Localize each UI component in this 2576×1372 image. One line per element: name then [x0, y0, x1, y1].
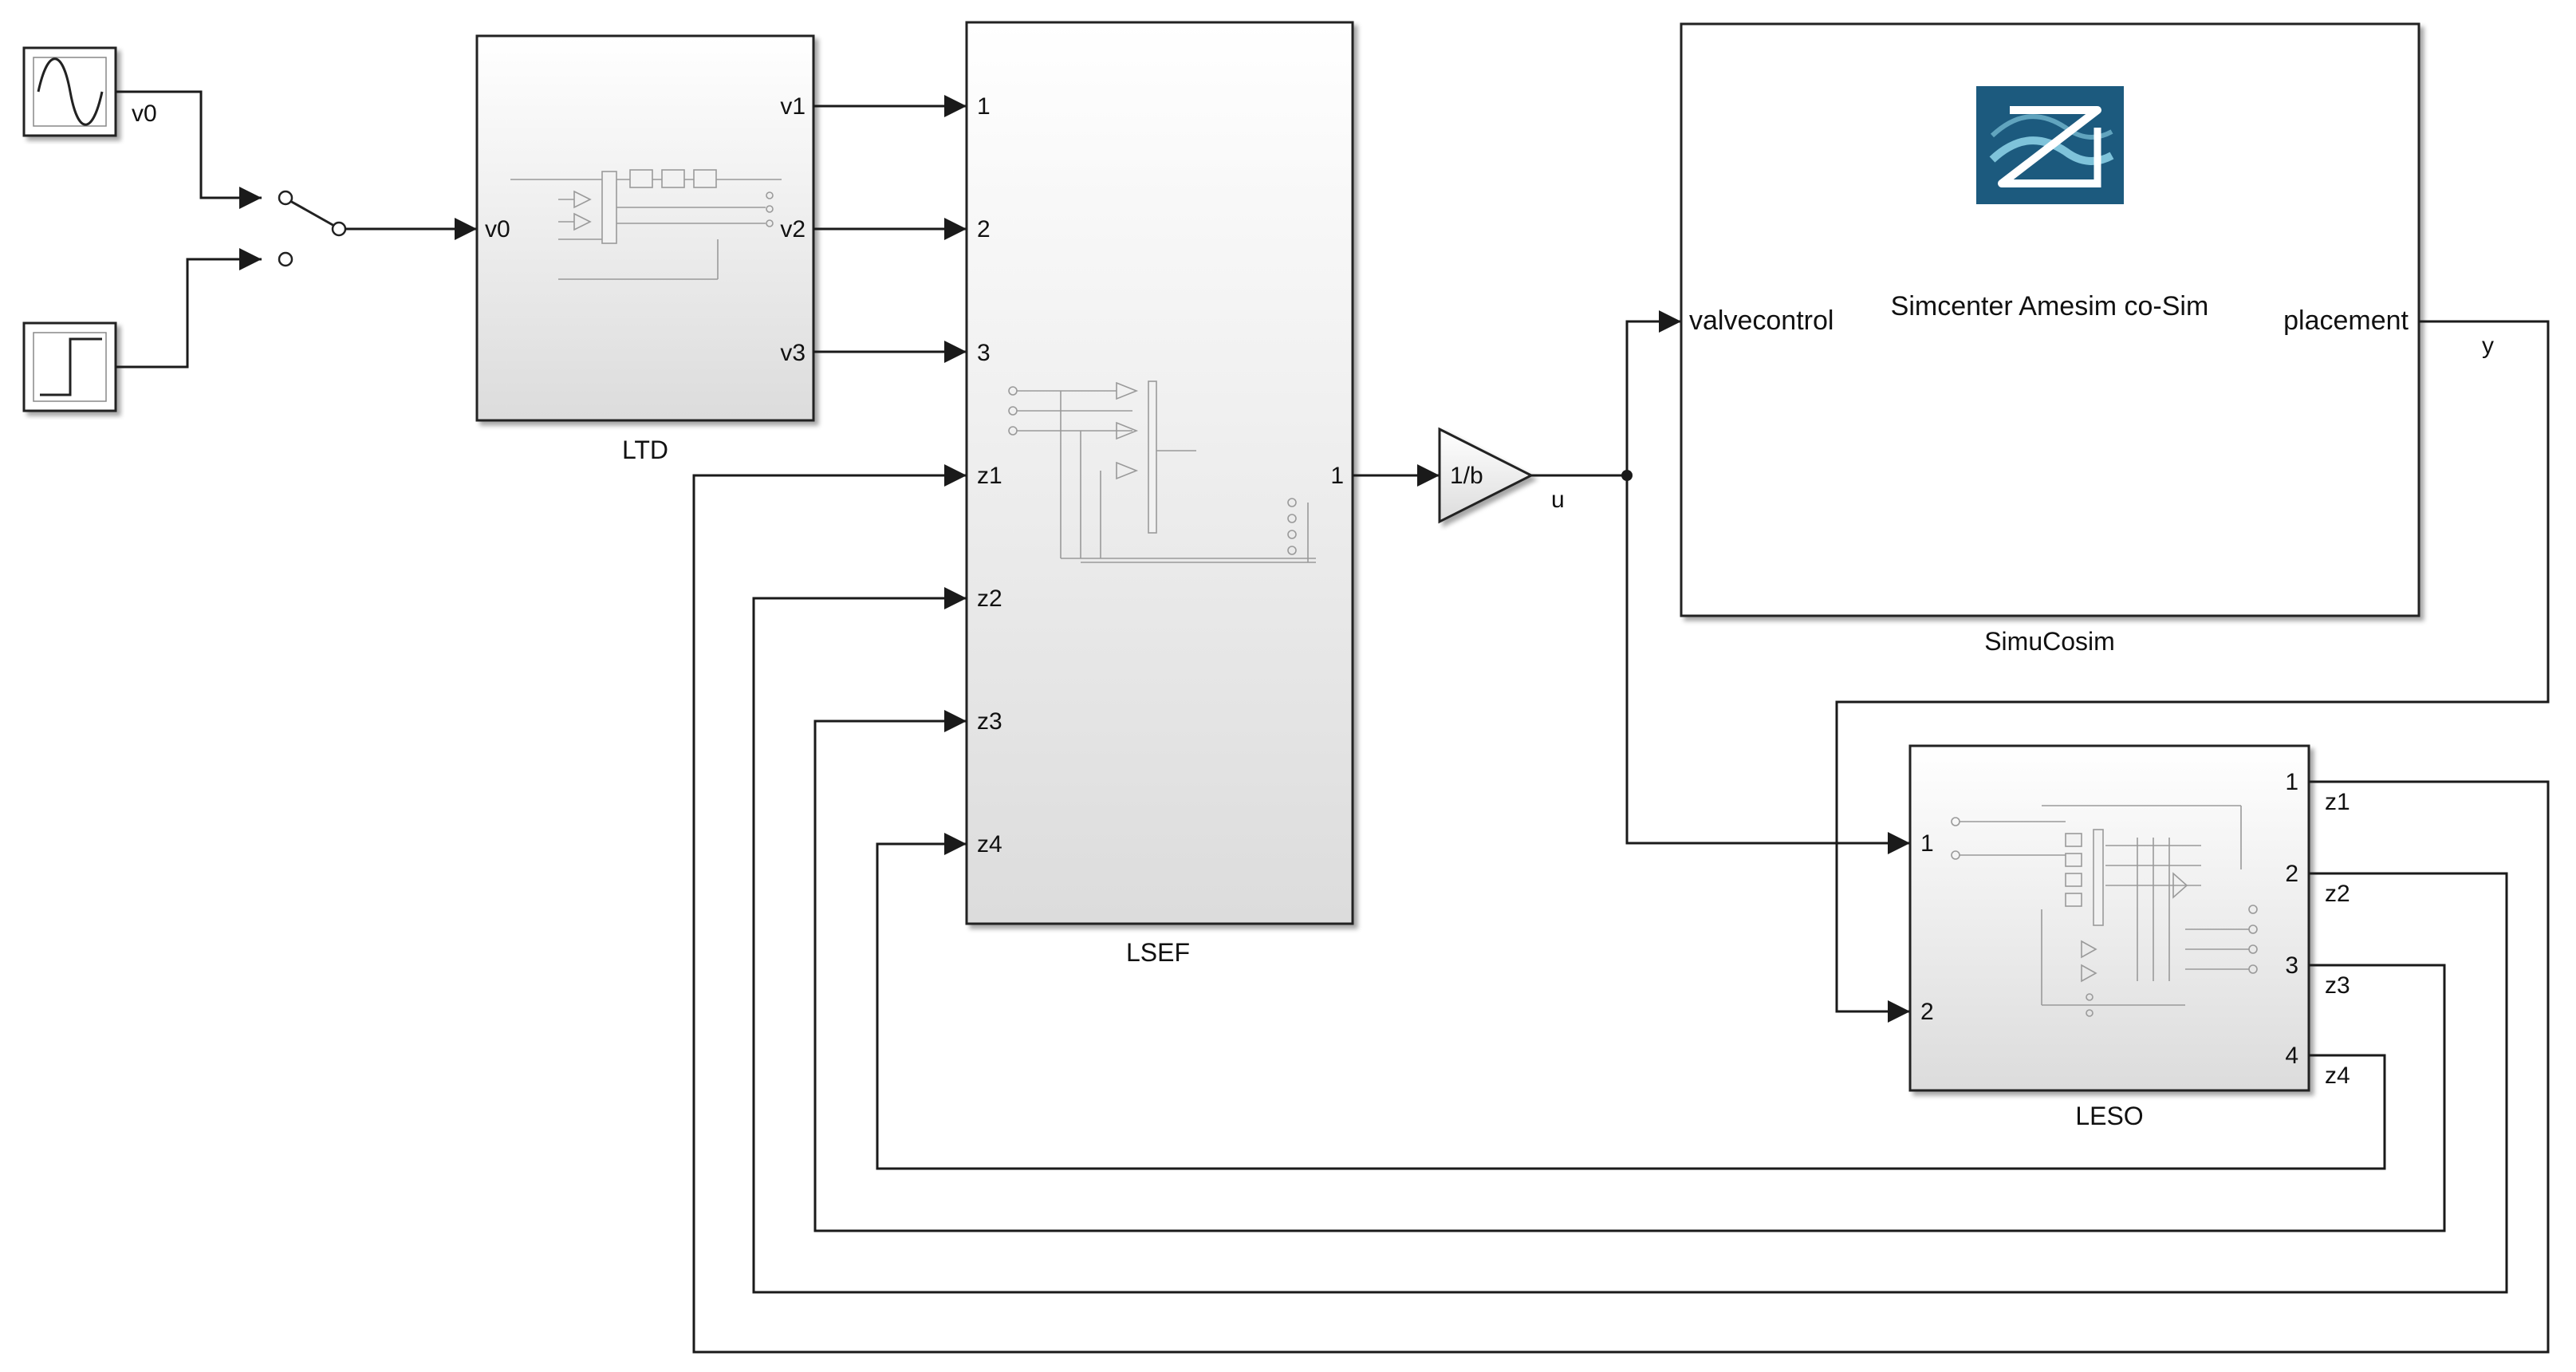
simcenter-logo-icon	[1976, 86, 2124, 204]
wire-step-to-switch	[116, 248, 262, 369]
simucosim-block-name: SimuCosim	[1984, 627, 2115, 656]
leso-output-signal-z3: z3	[2325, 972, 2350, 999]
leso-output-port-4: 4	[2285, 1043, 2298, 1069]
ltd-internal-preview	[510, 169, 782, 280]
ltd-output-port-v1: v1	[780, 93, 805, 120]
ltd-input-port-label: v0	[485, 216, 510, 242]
ltd-block[interactable]	[475, 34, 815, 422]
lsef-input-port-z1: z1	[977, 463, 1002, 489]
gain-value-label: 1/b	[1450, 463, 1483, 489]
lsef-input-port-1: 1	[977, 93, 991, 120]
lsef-input-port-3: 3	[977, 340, 991, 366]
lsef-input-port-z3: z3	[977, 708, 1002, 735]
leso-output-port-1: 1	[2285, 769, 2298, 795]
wire-y-to-leso	[1835, 320, 2550, 1023]
simucosim-output-signal-y: y	[2482, 333, 2494, 359]
leso-internal-preview	[1951, 805, 2258, 1017]
ltd-output-port-v2: v2	[780, 216, 805, 242]
leso-block[interactable]	[1908, 744, 2310, 1092]
lsef-internal-preview	[1008, 380, 1316, 563]
wire-z3-feedback	[813, 710, 2446, 1232]
lsef-input-port-z2: z2	[977, 585, 1002, 612]
ltd-output-port-v3: v3	[780, 340, 805, 366]
wire-z2-feedback	[752, 587, 2508, 1294]
leso-output-port-3: 3	[2285, 952, 2298, 979]
simucosim-block[interactable]	[1680, 22, 2420, 617]
leso-output-signal-z4: z4	[2325, 1063, 2350, 1089]
leso-block-name: LESO	[2075, 1102, 2143, 1130]
step-icon	[40, 337, 102, 396]
wire-sine-to-switch	[116, 90, 262, 209]
ltd-block-name: LTD	[622, 436, 668, 464]
manual-switch-block[interactable]	[278, 190, 347, 267]
lsef-input-port-z4: z4	[977, 831, 1002, 858]
leso-output-port-2: 2	[2285, 861, 2298, 887]
gain-output-signal-u: u	[1551, 487, 1565, 513]
step-source-block[interactable]	[22, 321, 117, 412]
lsef-block-name: LSEF	[1126, 938, 1190, 967]
leso-output-signal-z2: z2	[2325, 881, 2350, 907]
lsef-output-port-1: 1	[1330, 463, 1344, 489]
wire-u-to-leso	[1625, 475, 1910, 854]
lsef-block[interactable]	[965, 21, 1354, 925]
leso-input-port-2: 2	[1920, 999, 1934, 1025]
simucosim-input-port-label: valvecontrol	[1689, 306, 1834, 336]
wire-z1-feedback	[692, 464, 2550, 1354]
simucosim-output-port-label: placement	[2283, 306, 2409, 336]
leso-output-signal-z1: z1	[2325, 789, 2350, 815]
lsef-input-port-2: 2	[977, 216, 991, 242]
wire-u-to-simucosim	[1625, 310, 1681, 475]
sine-output-label: v0	[132, 101, 157, 127]
sine-wave-source-block[interactable]	[22, 46, 117, 137]
leso-input-port-1: 1	[1920, 830, 1934, 857]
sine-wave-icon	[37, 57, 104, 126]
simucosim-title: Simcenter Amesim co-Sim	[1891, 291, 2209, 321]
wire-z4-feedback	[876, 833, 2386, 1170]
gain-block[interactable]	[1438, 427, 1534, 524]
